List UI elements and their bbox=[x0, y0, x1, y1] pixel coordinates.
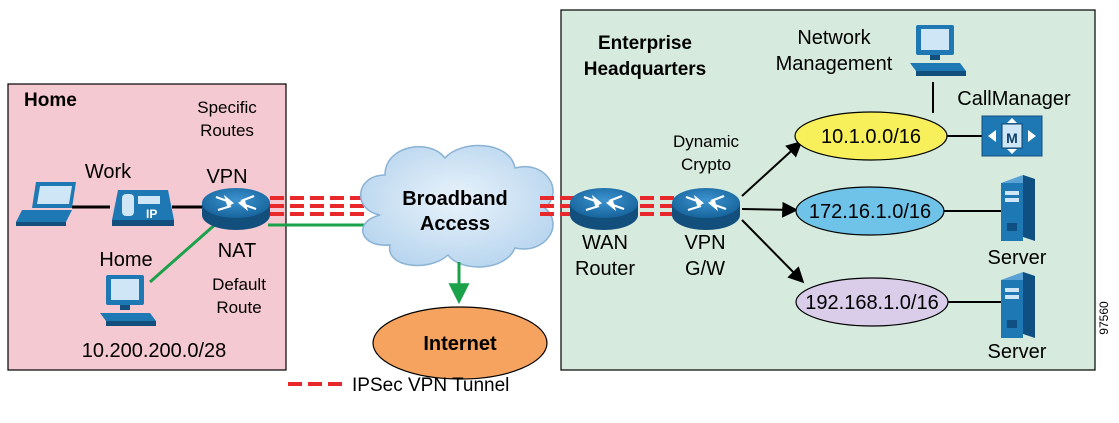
work-label: Work bbox=[85, 161, 132, 183]
network-management-label-2: Management bbox=[776, 53, 893, 75]
subnet-1-label: 10.1.0.0/16 bbox=[821, 126, 921, 148]
home-subnet-label: 10.200.200.0/28 bbox=[82, 340, 227, 362]
vpn-label: VPN bbox=[206, 166, 247, 188]
home-title: Home bbox=[24, 90, 77, 111]
default-route-label-1: Default bbox=[212, 275, 266, 294]
server-1-label: Server bbox=[988, 247, 1047, 269]
work-laptop-icon bbox=[16, 182, 76, 226]
nat-label: NAT bbox=[218, 240, 257, 262]
svg-text:IP: IP bbox=[146, 207, 157, 221]
vpn-gw-label-2: G/W bbox=[685, 258, 725, 280]
wan-router-icon bbox=[568, 186, 640, 232]
subnet-3-label: 192.168.1.0/16 bbox=[805, 292, 938, 314]
callmanager-icon: M bbox=[981, 115, 1043, 157]
cloud-label-2: Access bbox=[420, 213, 490, 235]
arrow-to-subnet-2 bbox=[741, 201, 799, 218]
arrow-to-subnet-1 bbox=[741, 140, 803, 197]
wan-router-label-2: Router bbox=[575, 258, 635, 280]
ipsec-tunnel-left bbox=[270, 196, 370, 216]
figure-id: 97560 bbox=[1097, 301, 1111, 335]
server-1-icon bbox=[1001, 175, 1035, 241]
ip-phone-icon: IP bbox=[112, 190, 174, 226]
home-pc-link bbox=[149, 220, 219, 284]
dynamic-crypto-label-2: Crypto bbox=[681, 155, 731, 174]
home-router-icon bbox=[200, 186, 272, 232]
enterprise-title-1: Enterprise bbox=[598, 33, 692, 54]
specific-routes-label-2: Routes bbox=[200, 121, 254, 140]
cloud-label-1: Broadband bbox=[402, 188, 508, 210]
vpn-gateway-icon bbox=[670, 186, 742, 232]
svg-text:M: M bbox=[1006, 130, 1018, 146]
subnet-2-label: 172.16.1.0/16 bbox=[809, 201, 931, 223]
wan-router-label-1: WAN bbox=[582, 232, 628, 254]
vpn-gw-label-1: VPN bbox=[684, 232, 725, 254]
network-management-label-1: Network bbox=[797, 27, 871, 49]
dynamic-crypto-label-1: Dynamic bbox=[673, 132, 740, 151]
server-2-label: Server bbox=[988, 341, 1047, 363]
legend-label: IPSec VPN Tunnel bbox=[352, 375, 509, 396]
home-pc-label: Home bbox=[99, 249, 152, 271]
internet-node bbox=[372, 306, 548, 380]
arrow-to-subnet-3 bbox=[741, 219, 805, 284]
enterprise-title-2: Headquarters bbox=[584, 59, 707, 80]
server-2-icon bbox=[1001, 272, 1035, 338]
default-route-label-2: Route bbox=[216, 298, 261, 317]
callmanager-label: CallManager bbox=[957, 88, 1071, 110]
specific-routes-label-1: Specific bbox=[197, 98, 257, 117]
internet-label: Internet bbox=[423, 333, 497, 355]
